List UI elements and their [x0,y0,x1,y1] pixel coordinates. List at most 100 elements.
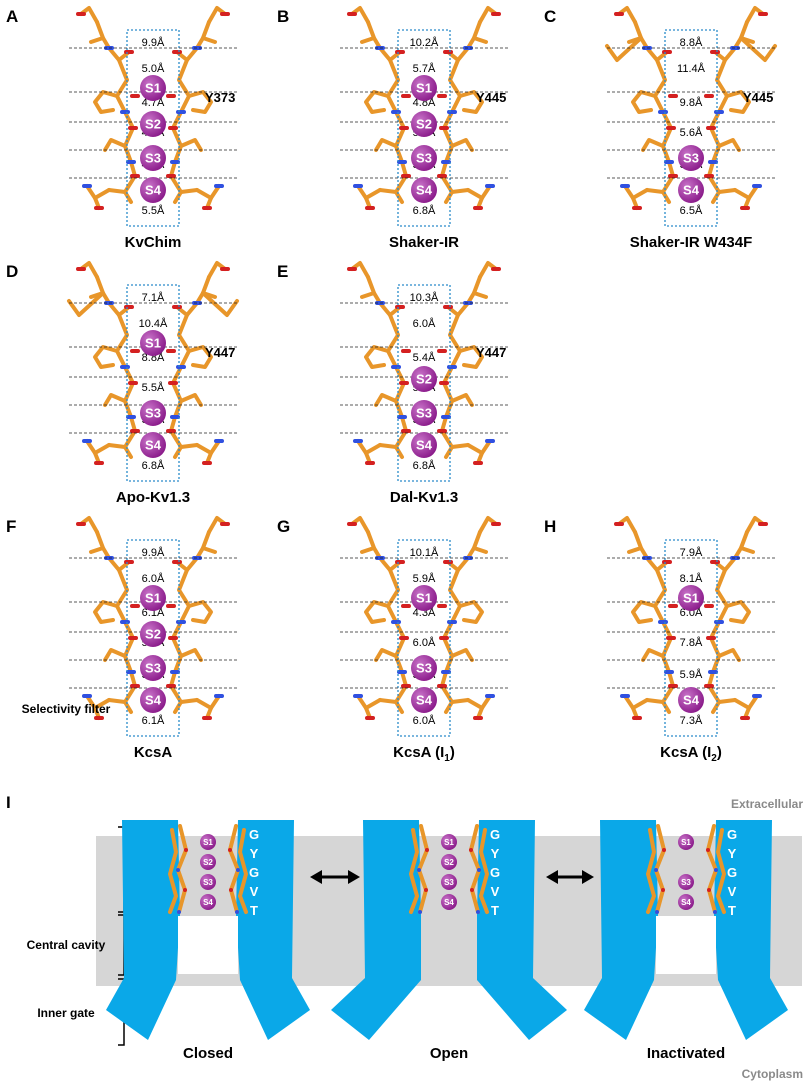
panel-label: H [544,517,556,536]
ion-s3 [140,145,166,171]
backbone-stick [95,20,137,194]
sidechain-stick [374,648,398,662]
panel-title-text: Dal-Kv1.3 [390,489,458,506]
panel-title-text: KcsA (I [393,744,444,761]
ion-label: S1 [681,838,691,847]
distance-label: 9.9Å [142,546,165,559]
ion-label: S2 [145,117,161,132]
distance-label: 6.5Å [680,204,703,217]
sequence-letter: T [728,903,736,918]
distance-label: 8.8Å [680,36,703,49]
backbone-stick [366,20,408,194]
panel-title-text: KcsA (I [660,744,711,761]
distance-label: 6.8Å [413,459,436,472]
distance-label: 9.9Å [142,36,165,49]
distance-label: 9.8Å [680,96,703,109]
sidechain-stick [89,36,105,44]
distance-label: 5.5Å [142,381,165,394]
distance-label: 7.8Å [680,636,703,649]
backbone-stick [169,20,211,194]
backbone-stick [440,530,482,704]
panel-title: KvChim [125,234,182,251]
backbone-stick [169,275,211,449]
distance-label: 10.4Å [139,317,168,330]
distance-label: 7.1Å [142,291,165,304]
panel-title-end: ) [450,744,455,761]
oxygen-atom [662,848,666,852]
sidechain-stick [179,648,203,662]
panel-label: A [6,7,18,26]
subunit-right [236,820,310,1040]
panel-d: D7.1Å10.4Å8.8Å5.5Å5.1Å6.8ÅS1S3S4Y447Apo-… [6,261,239,506]
central-cavity [656,916,716,974]
backbone-stick [366,530,408,704]
backbone-stick [95,530,137,704]
sidechain-stick [201,36,217,44]
ion-label: S4 [683,693,700,708]
side-label-2: Inner gate [37,1006,95,1020]
selectivity-filter-box [126,29,180,227]
side-label-1: Central cavity [27,938,106,952]
sequence-letter: Y [250,846,259,861]
residue-label: Y445 [476,90,506,105]
ion-s1 [411,75,437,101]
distance-label: 10.1Å [410,546,439,559]
ion-label: S4 [145,438,162,453]
sidechain-stick [123,190,133,204]
sidechain-stick [364,600,390,624]
sidechain-stick [360,546,376,554]
ion-s3 [200,874,216,890]
sidechain-stick [661,190,671,204]
subunit-left [106,820,180,1040]
ion-label: S3 [145,406,161,421]
sidechain-stick [173,190,183,204]
sidechain-stick [641,648,665,662]
ion-s2 [411,111,437,137]
nitrogen-atom [236,868,240,872]
central-cavity [178,916,238,974]
subunit-right [477,820,567,1040]
filter-stick [238,828,248,914]
sequence-letter: V [728,884,737,899]
ion-label: S1 [145,591,161,606]
state-label: Closed [183,1045,233,1062]
distance-label: 10.2Å [410,36,439,49]
distance-label: 6.8Å [142,459,165,472]
panel-title-text: Apo-Kv1.3 [116,489,190,506]
subunit-left [331,820,421,1040]
sequence-letter: G [249,865,259,880]
subunit-right [714,820,788,1040]
ion-s4 [200,894,216,910]
ion-s4 [411,687,437,713]
sidechain-stick [458,90,484,114]
sidechain-stick [450,648,474,662]
sidechain-stick [394,445,404,459]
sidechain-stick [394,700,404,714]
sidechain-stick [725,600,751,624]
ion-label: S3 [444,878,454,887]
sidechain-stick [93,345,119,369]
ion-s3 [411,655,437,681]
ion-label: S3 [416,661,432,676]
panel-title-text: Shaker-IR W434F [630,234,753,251]
sidechain-stick [711,700,721,714]
panel-title-text: KvChim [125,234,182,251]
oxygen-atom [184,848,188,852]
residue-label: Y373 [205,90,235,105]
sidechain-stick [458,345,484,369]
ion-s1 [140,585,166,611]
sidechain-stick [711,190,721,204]
ion-s1 [678,834,694,850]
sequence-letter: G [490,865,500,880]
sequence-letter: G [727,827,737,842]
ion-label: S2 [416,372,432,387]
panel-title: KcsA [134,744,173,761]
sidechain-stick [67,291,105,317]
sidechain-stick [179,138,203,152]
distance-label: 10.3Å [410,291,439,304]
backbone-stick [633,530,675,704]
